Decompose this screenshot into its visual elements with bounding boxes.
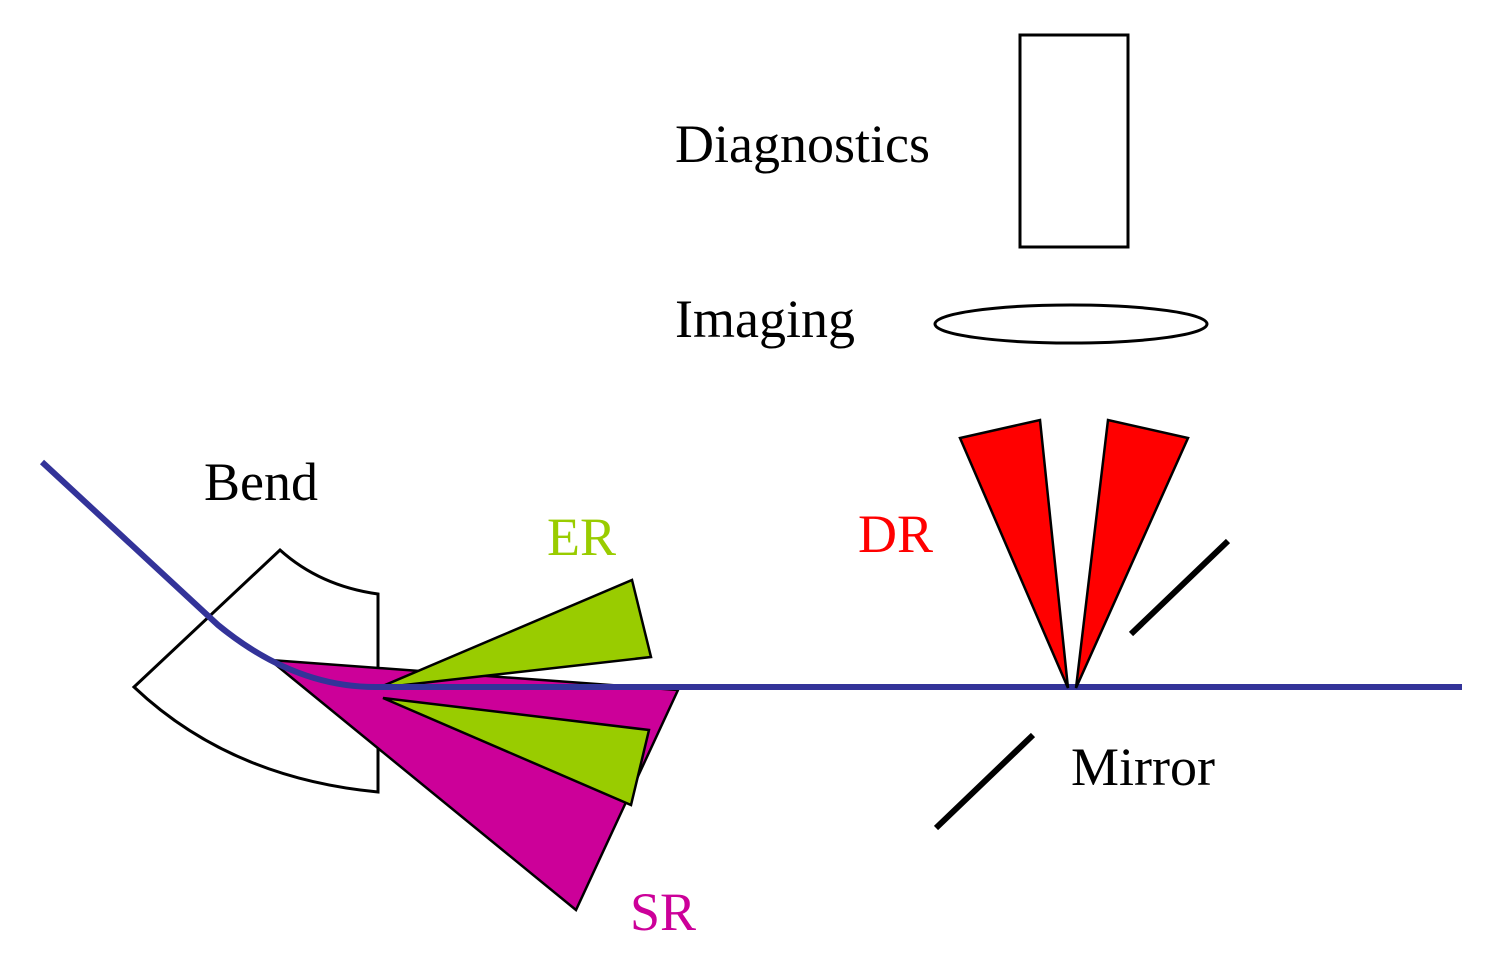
sr-label: SR [630,882,697,942]
electron-beam [39,459,1462,691]
er-label: ER [547,507,617,567]
bend-magnet [131,547,380,794]
dr-left-lobe [958,418,1070,689]
bend-label: Bend [204,452,318,512]
mirror-lower-plate [933,732,1036,831]
er-upper-wedge [377,578,653,690]
imaging-lens [933,303,1209,345]
diagnostics-label: Diagnostics [675,114,930,174]
er-lower-wedge [382,696,651,807]
dr-right-lobe [1074,418,1190,689]
mirror-label: Mirror [1071,737,1215,797]
mirror-upper-plate [1128,538,1231,637]
imaging-label: Imaging [675,289,855,349]
diagnostics-box [1018,33,1130,249]
dr-label: DR [858,504,934,564]
